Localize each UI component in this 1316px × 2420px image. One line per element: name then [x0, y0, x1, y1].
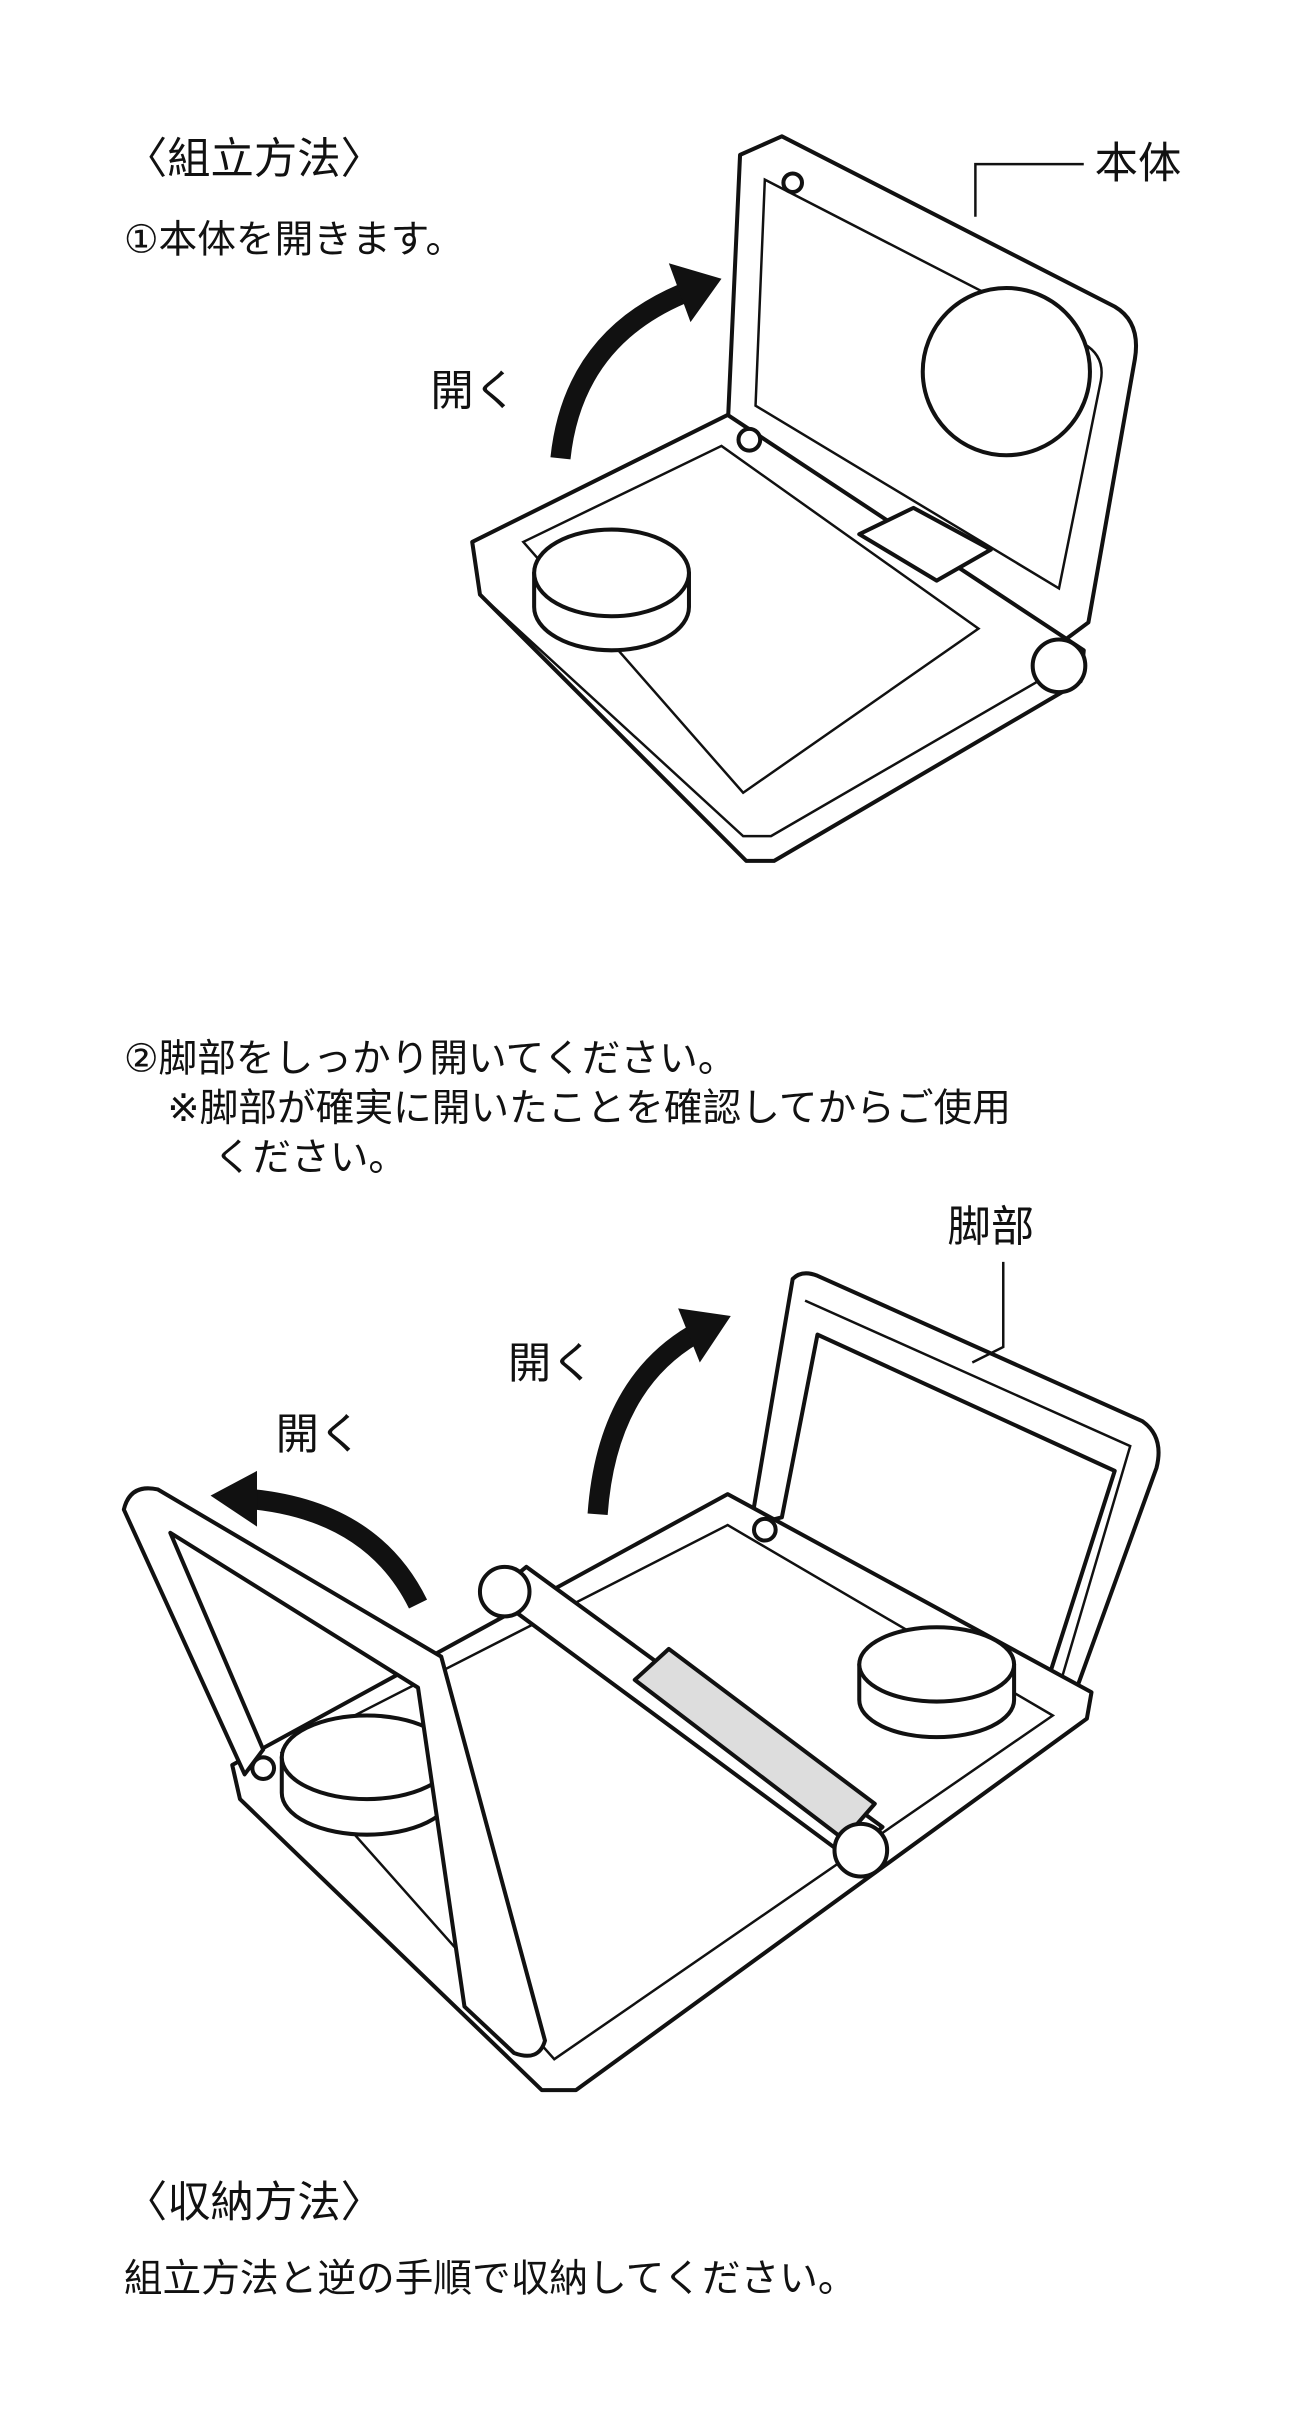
step2-text: ②脚部をしっかり開いてください。	[124, 1036, 737, 1081]
caution-note-line2: ください。	[214, 1136, 407, 1181]
storage-heading: 〈収納方法〉	[124, 2178, 384, 2228]
caution-note-line1: ※脚部が確実に開いたことを確認してからご使用	[167, 1086, 1011, 1131]
open-label-1: 開く	[430, 367, 517, 417]
assembly-heading: 〈組立方法〉	[124, 134, 384, 184]
storage-text: 組立方法と逆の手順で収納してください。	[124, 2256, 857, 2301]
open-label-3: 開く	[276, 1410, 363, 1460]
legs-label: 脚部	[948, 1203, 1035, 1253]
step1-text: ①本体を開きます。	[124, 217, 464, 262]
figure-open-legs	[121, 1261, 1161, 2093]
body-label: 本体	[1095, 139, 1182, 189]
open-label-2: 開く	[508, 1339, 595, 1389]
figure-open-body	[470, 134, 1139, 863]
